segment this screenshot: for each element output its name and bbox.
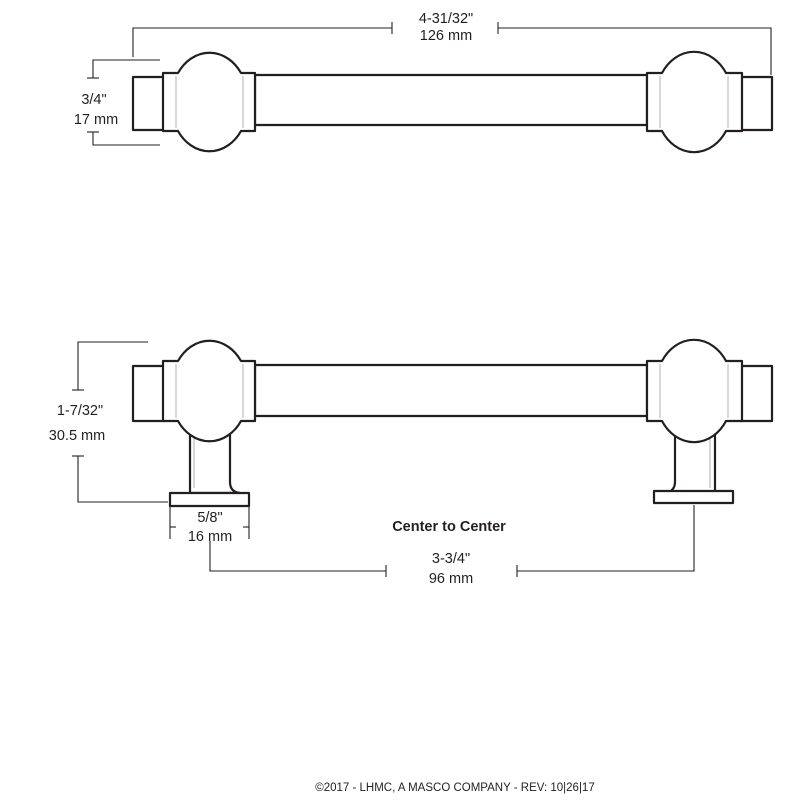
base-width-imperial: 5/8" [197,510,222,526]
center-to-center-metric: 96 mm [429,571,473,587]
overall-length-dimension: 4-31/32" 126 mm [132,11,772,75]
base-width-metric: 16 mm [188,529,232,545]
side-left-base [168,491,251,508]
top-view [131,50,774,154]
base-width-dimension: 5/8" 16 mm [169,507,250,545]
projection-dimension: 1-7/32" 30.5 mm [49,341,168,503]
top-right-end-cap [738,75,774,132]
center-to-center-label: Center to Center [392,519,506,535]
projection-imperial: 1-7/32" [57,403,103,419]
diameter-metric: 17 mm [74,112,118,128]
diameter-imperial: 3/4" [81,92,106,108]
side-right-ball [645,338,744,444]
top-right-ball [645,50,744,154]
side-right-base [652,489,735,505]
side-left-ball [161,339,257,443]
overall-length-imperial: 4-31/32" [419,11,473,27]
center-to-center-imperial: 3-3/4" [432,551,470,567]
side-bar [253,363,649,418]
overall-length-metric: 126 mm [420,28,472,44]
top-bar [253,73,649,127]
center-to-center-dimension: Center to Center 3-3/4" 96 mm [209,505,695,587]
projection-metric: 30.5 mm [49,428,105,444]
top-left-end-cap [131,75,167,132]
side-left-end-cap [131,364,167,423]
diameter-dimension: 3/4" 17 mm [74,59,160,146]
side-right-end-cap [738,364,774,423]
top-left-ball [161,51,257,153]
copyright-footer: ©2017 - LHMC, A MASCO COMPANY - REV: 10|… [315,782,594,794]
side-view [131,338,774,508]
